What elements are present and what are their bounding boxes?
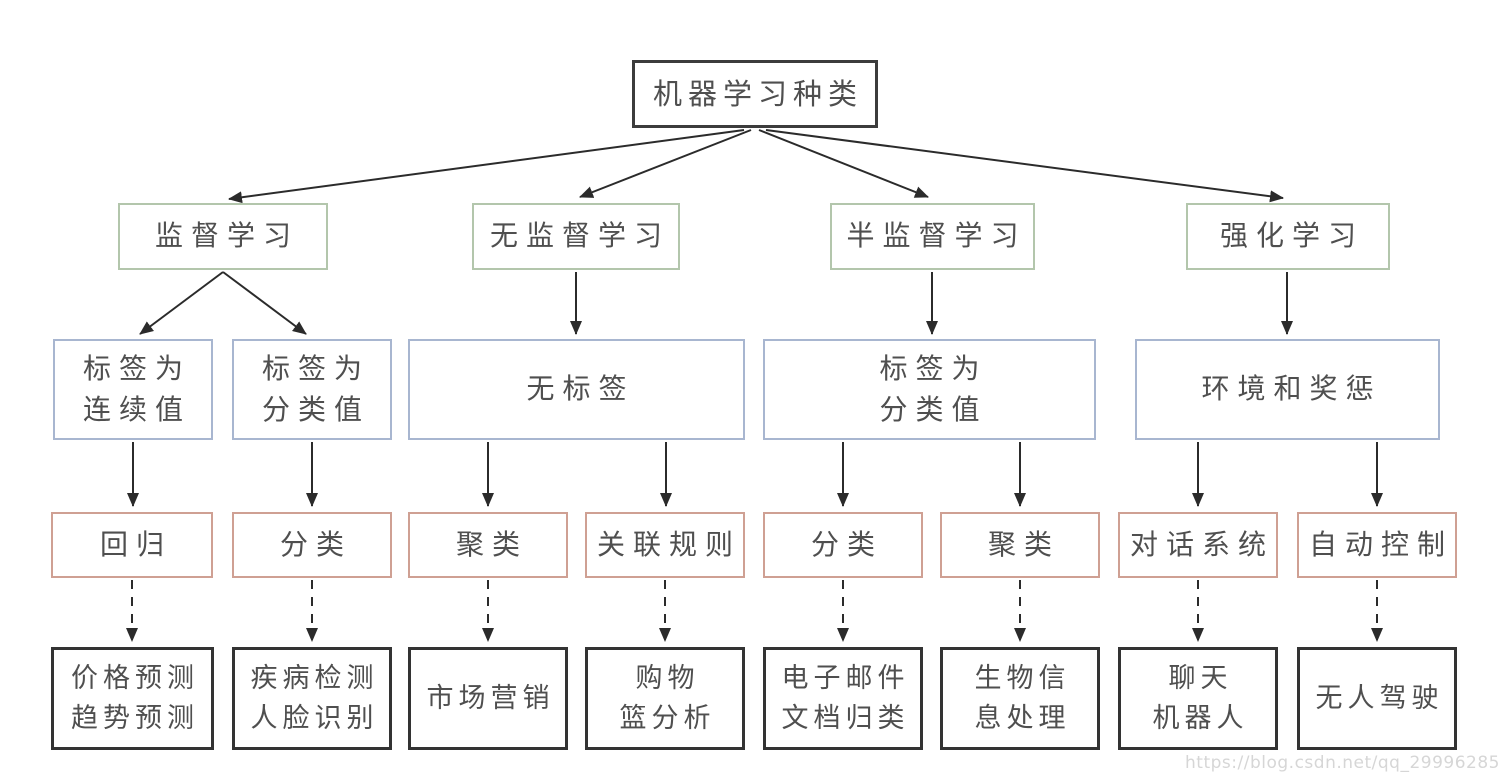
arrow-root-unsupervised xyxy=(579,129,752,198)
arrow-supervised-continuous xyxy=(139,271,224,335)
node-bioinformatics: 生物信 息处理 xyxy=(940,647,1100,750)
csdn-watermark: https://blog.csdn.net/qq_29996285 xyxy=(1185,753,1500,773)
node-email-doc-classification: 电子邮件 文档归类 xyxy=(763,647,923,750)
node-price-trend-prediction: 价格预测 趋势预测 xyxy=(51,647,214,750)
node-regression: 回归 xyxy=(51,512,213,578)
node-classification-2: 分类 xyxy=(763,512,923,578)
node-unsupervised-learning: 无监督学习 xyxy=(472,203,680,270)
node-dialog-system: 对话系统 xyxy=(1118,512,1278,578)
node-marketing: 市场营销 xyxy=(408,647,568,750)
arrow-root-reinforcement xyxy=(765,129,1284,203)
node-label-continuous: 标签为 连续值 xyxy=(53,339,213,440)
node-basket-analysis: 购物 篮分析 xyxy=(585,647,745,750)
node-unlabeled: 无标签 xyxy=(408,339,745,440)
node-clustering-1: 聚类 xyxy=(408,512,568,578)
node-association-rules: 关联规则 xyxy=(585,512,745,578)
node-auto-control: 自动控制 xyxy=(1297,512,1457,578)
node-supervised-learning: 监督学习 xyxy=(118,203,328,270)
node-semi-supervised-learning: 半监督学习 xyxy=(830,203,1035,270)
node-chatbot: 聊天 机器人 xyxy=(1118,647,1278,750)
node-classification-1: 分类 xyxy=(232,512,392,578)
node-clustering-2: 聚类 xyxy=(940,512,1100,578)
node-label-categorical: 标签为 分类值 xyxy=(232,339,392,440)
node-reinforcement-learning: 强化学习 xyxy=(1186,203,1390,270)
node-label-categorical-2: 标签为 分类值 xyxy=(763,339,1096,440)
node-disease-face-recognition: 疾病检测 人脸识别 xyxy=(232,647,392,750)
arrow-root-supervised xyxy=(228,129,745,204)
node-driverless: 无人驾驶 xyxy=(1297,647,1457,750)
arrow-supervised-categorical xyxy=(222,271,307,335)
arrow-root-semi-supervised xyxy=(758,129,929,198)
node-environment-reward: 环境和奖惩 xyxy=(1135,339,1440,440)
node-ml-types: 机器学习种类 xyxy=(632,60,878,128)
